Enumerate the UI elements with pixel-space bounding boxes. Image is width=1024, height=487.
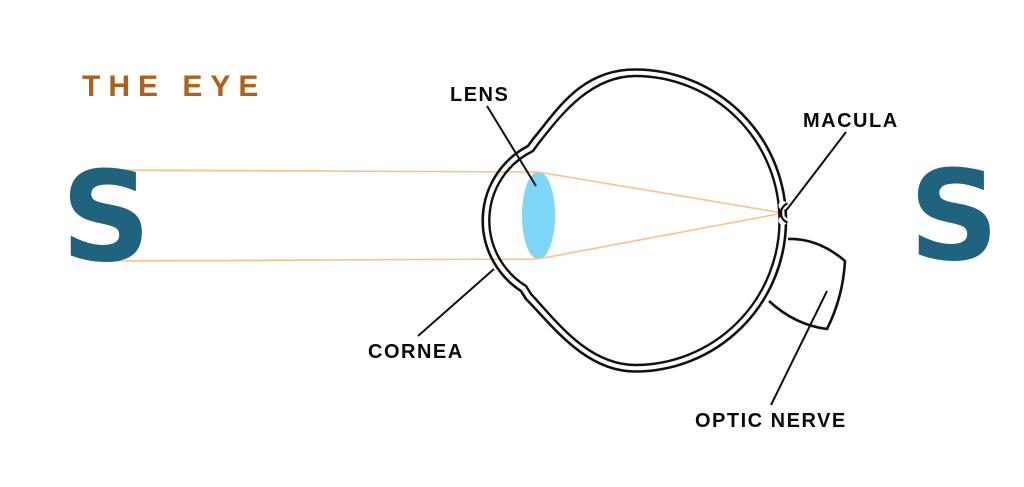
- macula-pinch: [779, 202, 789, 224]
- eyeball-outer-outline: [481, 68, 788, 373]
- lens-label: LENS: [450, 84, 509, 106]
- light-ray-bottom: [105, 212, 784, 262]
- page-title: THE EYE: [82, 70, 266, 103]
- cornea-label: CORNEA: [368, 341, 464, 363]
- lens-leader-line: [486, 105, 537, 187]
- eyeball-inner-outline: [488, 74, 781, 367]
- cornea-leader-line: [417, 268, 495, 337]
- stimulus-letter-left: S: [61, 145, 151, 290]
- lens-shape: [522, 171, 555, 260]
- optic-nerve-leader-line: [770, 290, 828, 406]
- optic-nerve-label: OPTIC NERVE: [695, 410, 847, 432]
- light-ray-top: [105, 169, 784, 214]
- optic-nerve-shape: [768, 237, 847, 331]
- macula-label: MACULA: [803, 110, 899, 132]
- stimulus-letter-right: S: [909, 144, 999, 289]
- macula-leader-line: [784, 131, 847, 213]
